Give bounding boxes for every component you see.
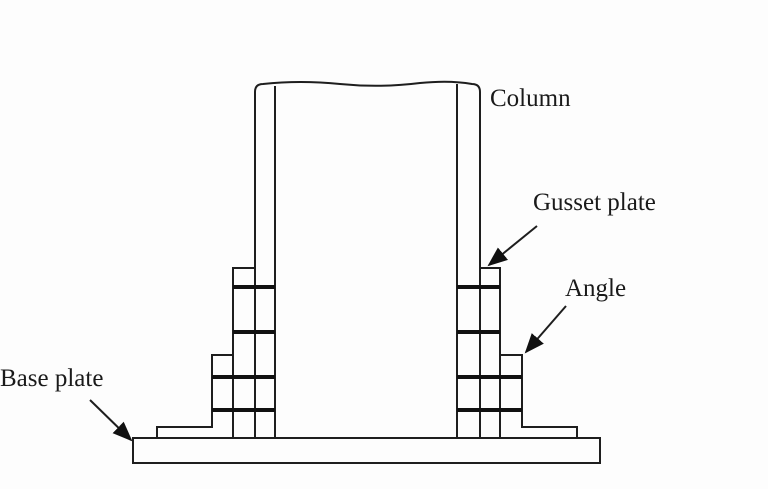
column [254,80,481,438]
label-angle: Angle [565,275,626,302]
right-gusset-plate [480,267,501,438]
base-plate-arrow [89,399,133,442]
left-gusset-plate [232,267,255,438]
base-plate [132,437,601,464]
right-angle [500,354,578,438]
label-column: Column [490,85,571,112]
angle-arrow [524,305,567,354]
left-angle [156,354,233,438]
bolts [212,285,522,412]
label-gusset-plate: Gusset plate [533,189,656,216]
label-base-plate: Base plate [0,365,103,392]
gusset-arrow [487,225,538,267]
